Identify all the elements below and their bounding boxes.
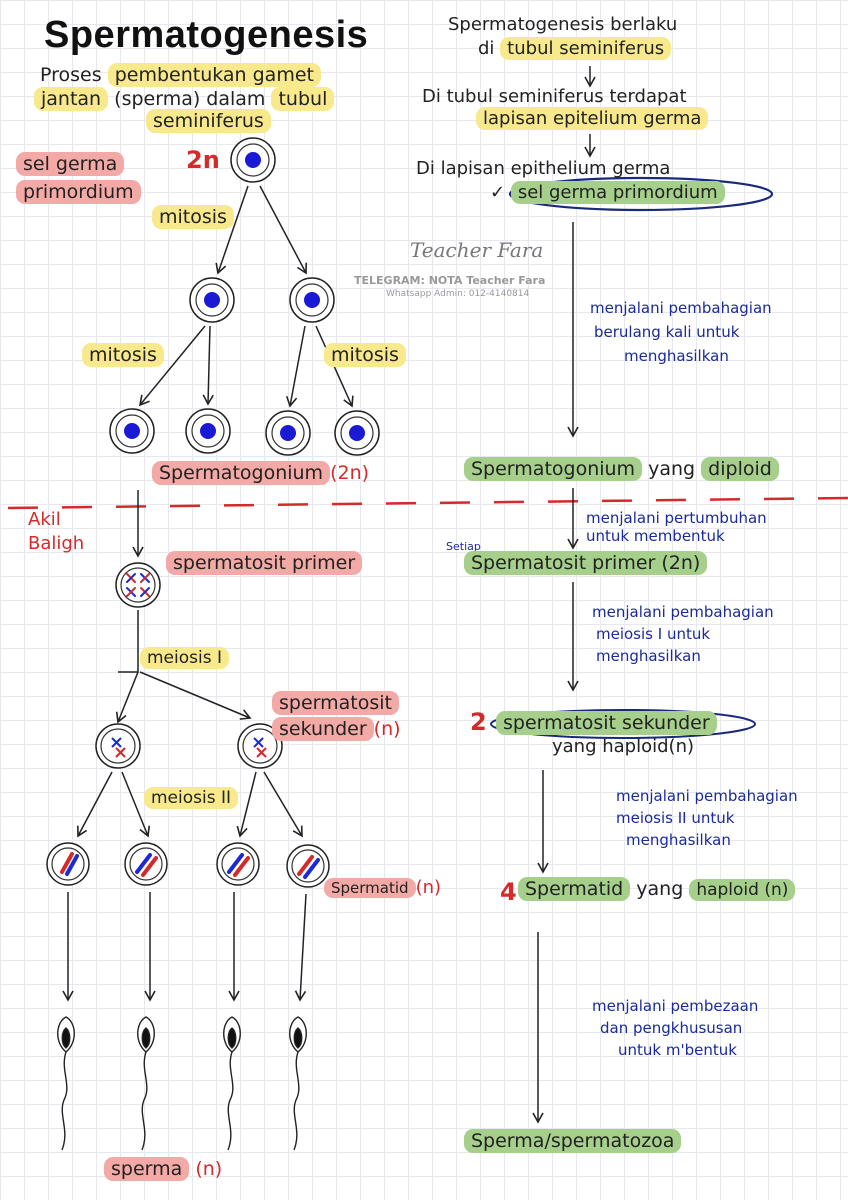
sperma-label: sperma (n) [104, 1157, 223, 1181]
lapisan-epitelium-highlight: lapisan epitelium germa [476, 107, 709, 130]
desc-growth: menjalani pertumbuhan untuk membentuk [586, 509, 767, 545]
definition-highlight-1: pembentukan gamet [107, 63, 321, 87]
spermatosit-sekunder-label: spermatosit sekunder(n) [272, 690, 401, 742]
spermatogonium-ploidy: (2n) [330, 462, 370, 484]
check-mark: ✓ [490, 182, 506, 203]
mitosis-label-top: mitosis [152, 205, 234, 229]
mitosis-label-right: mitosis [324, 343, 406, 367]
spermatid-box: Spermatid [518, 877, 631, 901]
spermatogonium-cell-1 [109, 408, 155, 454]
tubul-seminiferus-highlight: tubul seminiferus [500, 37, 672, 60]
sel-germa-line-1: sel germa [16, 152, 125, 176]
sel-germa-label: sel germa primordium [16, 150, 141, 206]
sel-germa-line-2: primordium [16, 180, 141, 204]
spermatosit-sekunder-row: spermatosit sekunder [496, 711, 717, 735]
meiosis2-arrows [77, 771, 303, 838]
watermark-whatsapp: Whatsapp Admin: 012-4140814 [386, 289, 530, 299]
desc-meiosis1: menjalani pembahagian meiosis I untuk me… [592, 603, 774, 665]
right-statement-1: Spermatogenesis berlaku [448, 14, 678, 35]
setiap-label: Setiap [446, 540, 481, 553]
watermark-signature: Teacher Fara [410, 238, 544, 262]
definition-line-3: seminiferus [146, 109, 271, 133]
spermatid-cell-4 [286, 844, 330, 888]
desc-differentiation: menjalani pembezaan dan pengkhususan unt… [592, 997, 759, 1059]
spermatid-cell-2 [124, 842, 168, 886]
diploid-box: diploid [701, 457, 779, 481]
sperma-spermatozoa-row: Sperma/spermatozoa [464, 1129, 682, 1153]
akil-baligh-label: Akil Baligh [28, 509, 85, 554]
count-2: 2 [470, 708, 487, 736]
spermatogonium-cell-4 [334, 410, 380, 456]
spermatosit-primer-row: Spermatosit primer (2n) [464, 551, 708, 575]
spermatosit-primer-box: Spermatosit primer (2n) [464, 551, 708, 575]
desc-meiosis2: menjalani pembahagian meiosis II untuk m… [616, 787, 798, 849]
sel-germa-outline [508, 176, 774, 212]
mitosis-label-left: mitosis [82, 343, 164, 367]
definition-middle: (sperma) dalam [114, 88, 266, 110]
right-statement-2b: lapisan epitelium germa [476, 107, 709, 130]
right-statement-3b: ✓ sel germa primordium [490, 181, 725, 204]
definition-line-1: Proses pembentukan gamet [40, 63, 321, 87]
definition-highlight-2: jantan [34, 87, 109, 111]
sperm-cell-3 [223, 1016, 241, 1151]
sperm-cell-2 [137, 1016, 155, 1151]
meiosis2-label: meiosis II [144, 787, 239, 809]
meiosis1-label: meiosis I [140, 647, 229, 669]
sperm-cell-4 [289, 1016, 307, 1151]
spermatosit-sekunder-cell-left [95, 723, 141, 769]
meiosis1-arrows [115, 610, 252, 724]
spermatogonium-cell-2 [185, 408, 231, 454]
mitosis-arrows [132, 185, 354, 558]
mitosis-cell-right [289, 277, 335, 323]
spermatid-cell-3 [216, 842, 260, 886]
spermatogonium-cell-3 [265, 410, 311, 456]
primordial-cell [230, 137, 276, 183]
mitosis-cell-left [189, 277, 235, 323]
spermatosit-primer-label: spermatosit primer [166, 551, 363, 575]
page-title: Spermatogenesis [44, 14, 369, 56]
spermatogonium-box: Spermatogonium [464, 457, 643, 481]
spermatid-haploid-row: Spermatid yang haploid (n) [518, 877, 796, 901]
right-statement-2: Di tubul seminiferus terdapat [422, 86, 687, 107]
sperma-spermatozoa-box: Sperma/spermatozoa [464, 1129, 682, 1153]
spermatosit-primer-cell [115, 562, 161, 608]
definition-highlight-4: seminiferus [146, 109, 271, 133]
right-statement-1b: di tubul seminiferus [478, 37, 672, 60]
haploid-box: haploid (n) [689, 879, 796, 901]
yang-haploid-text: yang haploid(n) [552, 736, 694, 757]
definition-line-2: jantan (sperma) dalam tubul [34, 87, 335, 111]
right-flow-arrows [532, 66, 596, 1124]
watermark-telegram: TELEGRAM: NOTA Teacher Fara [354, 274, 546, 287]
spermatogonium-diploid-row: Spermatogonium yang diploid [464, 457, 779, 481]
spermatid-ploidy: (n) [415, 877, 442, 898]
sel-germa-primordium-box: sel germa primordium [510, 181, 725, 204]
spermatogonium-label: Spermatogonium(2n) [152, 461, 370, 485]
spermatosit-sekunder-outline [490, 709, 756, 739]
definition-prefix: Proses [40, 64, 102, 86]
count-4: 4 [500, 878, 517, 906]
spermatid-label: Spermatid(n) [324, 877, 441, 898]
desc-mitosis: menjalani pembahagian berulang kali untu… [590, 299, 772, 365]
sperma-ploidy: (n) [195, 1158, 223, 1180]
spermatosit-sekunder-box: spermatosit sekunder [496, 711, 717, 735]
ploidy-2n-label: 2n [186, 146, 220, 174]
sekunder-ploidy: (n) [373, 718, 401, 740]
spermatid-cell-1 [46, 842, 90, 886]
sperm-cell-1 [57, 1016, 75, 1151]
differentiation-arrows [62, 892, 307, 1002]
right-statement-3: Di lapisan epithelium germa [416, 158, 671, 179]
spermatosit-sekunder-cell-right [237, 723, 283, 769]
definition-highlight-3: tubul [271, 87, 335, 111]
